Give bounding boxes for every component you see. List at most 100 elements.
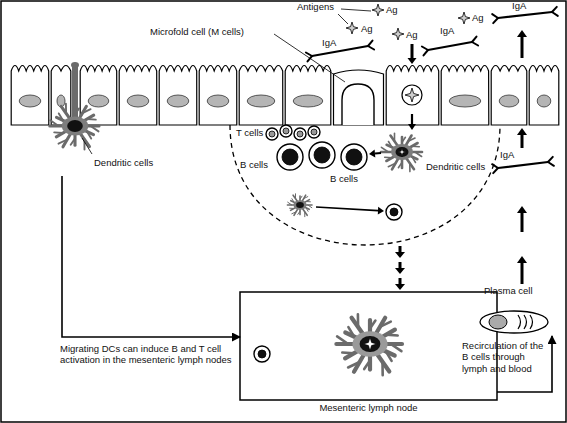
arrow-head — [369, 150, 375, 158]
dendrite-branch — [91, 126, 99, 131]
text-label: Dendritic cells — [426, 162, 485, 173]
leader-line — [274, 34, 345, 82]
flow-arrow — [369, 150, 381, 158]
epithelial-nucleus — [167, 95, 189, 107]
epithelial-cell — [386, 66, 439, 126]
epithelial-nucleus — [207, 95, 229, 107]
dendrite-branch — [288, 202, 292, 205]
dendrite-branch — [54, 131, 63, 134]
antibody-arm — [472, 42, 478, 46]
dendrite-branch — [306, 201, 310, 202]
cell-nucleus — [390, 208, 398, 216]
dendrite-branch — [87, 132, 91, 139]
dendrite-branch — [75, 108, 79, 114]
lymphocyte — [266, 128, 278, 140]
node-shape — [240, 292, 497, 400]
dendrite-branch — [394, 133, 396, 141]
m-cell — [334, 70, 384, 125]
endoplasmic-reticulum — [518, 315, 521, 329]
dendritic-cell-node: Dendritic cells — [18, 96, 168, 176]
text-label: Ag — [361, 24, 373, 35]
antibody-arm — [368, 41, 373, 46]
dendrite-branch — [408, 138, 415, 141]
flow-arrow — [408, 114, 416, 130]
text-label: T cells — [236, 128, 263, 139]
epithelial-nucleus — [247, 95, 275, 107]
dendrite-branch — [290, 208, 294, 209]
antibody-arm — [308, 56, 313, 61]
node-label: Mesenteric lymph node — [240, 403, 497, 414]
dendrite-branch — [385, 157, 392, 159]
dendrite-branch — [380, 322, 391, 327]
lymphocyte — [308, 126, 320, 138]
antibody-arm — [306, 53, 312, 57]
cell-membrane — [309, 142, 335, 168]
dendrite-branch — [415, 152, 422, 157]
arrow-shaft — [521, 263, 524, 284]
antigen-star — [458, 12, 470, 24]
dendrite-branch — [295, 194, 296, 199]
node-label: Dendritic cells — [94, 158, 153, 169]
cell-body — [62, 116, 88, 135]
flow-arrow — [316, 207, 384, 215]
text-label: IgA — [512, 1, 526, 12]
plasma-cell-node: Plasma cell — [472, 286, 556, 336]
flow-arrow — [408, 44, 417, 64]
epithelial-nucleus — [19, 95, 41, 107]
dendrite-branch — [342, 351, 354, 354]
epithelial-cell — [529, 66, 559, 126]
flow-arrow — [395, 278, 405, 290]
dendrite-branch — [381, 362, 384, 375]
flow-arrow — [517, 30, 527, 58]
flow-arrow — [395, 262, 405, 274]
text-label: Ag — [406, 30, 418, 41]
endoplasmic-reticulum — [530, 315, 533, 329]
antigen-star — [405, 88, 419, 102]
cell-nucleus — [67, 120, 83, 132]
epithelial-nucleus — [88, 95, 109, 107]
dendrite-branch — [65, 104, 67, 114]
antibody-arm — [552, 12, 558, 16]
epithelial-cell — [285, 66, 331, 126]
leader-line — [82, 138, 92, 154]
m-cell-pocket — [342, 84, 374, 125]
antibody-arm — [493, 168, 498, 173]
cell-body — [293, 200, 306, 210]
dendrite-branch — [87, 118, 96, 120]
epithelial-cell — [199, 66, 237, 126]
plasma-nucleus — [489, 315, 507, 329]
antibody-stem — [312, 46, 368, 56]
arrow-head — [395, 268, 405, 274]
epithelial-cell — [491, 66, 527, 126]
arrow-head — [517, 128, 527, 135]
arrow-head — [517, 256, 527, 263]
dendritic-cell — [336, 314, 402, 375]
cell-membrane — [266, 128, 278, 140]
dendrite-branch — [386, 333, 398, 336]
node-label: Plasma cell — [484, 286, 533, 297]
text-label: IgA — [500, 150, 514, 161]
iga-antibody — [422, 37, 478, 56]
arrow-head — [395, 252, 405, 258]
cell-nucleus — [314, 147, 330, 163]
antigen-star — [398, 148, 407, 157]
dendrite-tip — [71, 62, 79, 68]
dendrite-branch — [300, 196, 302, 199]
arrow-head — [395, 284, 405, 290]
arrow-shaft — [399, 246, 402, 252]
arrow-shaft — [521, 135, 524, 148]
text-label: B cells — [240, 160, 268, 171]
cell-membrane — [280, 125, 292, 137]
antigen-star — [372, 4, 384, 16]
arrow-shaft — [375, 152, 381, 155]
text-label: Ag — [472, 13, 484, 24]
lymph-node-box: Mesenteric lymph node — [240, 292, 497, 400]
dendrite-branch — [298, 211, 300, 214]
dendrite-branch — [50, 120, 58, 126]
antibody-stem — [498, 162, 548, 168]
cell-nucleus — [346, 149, 362, 165]
lymph-node-outline — [240, 292, 497, 400]
transport-vesicle — [402, 85, 422, 105]
lymphocyte — [386, 204, 402, 220]
